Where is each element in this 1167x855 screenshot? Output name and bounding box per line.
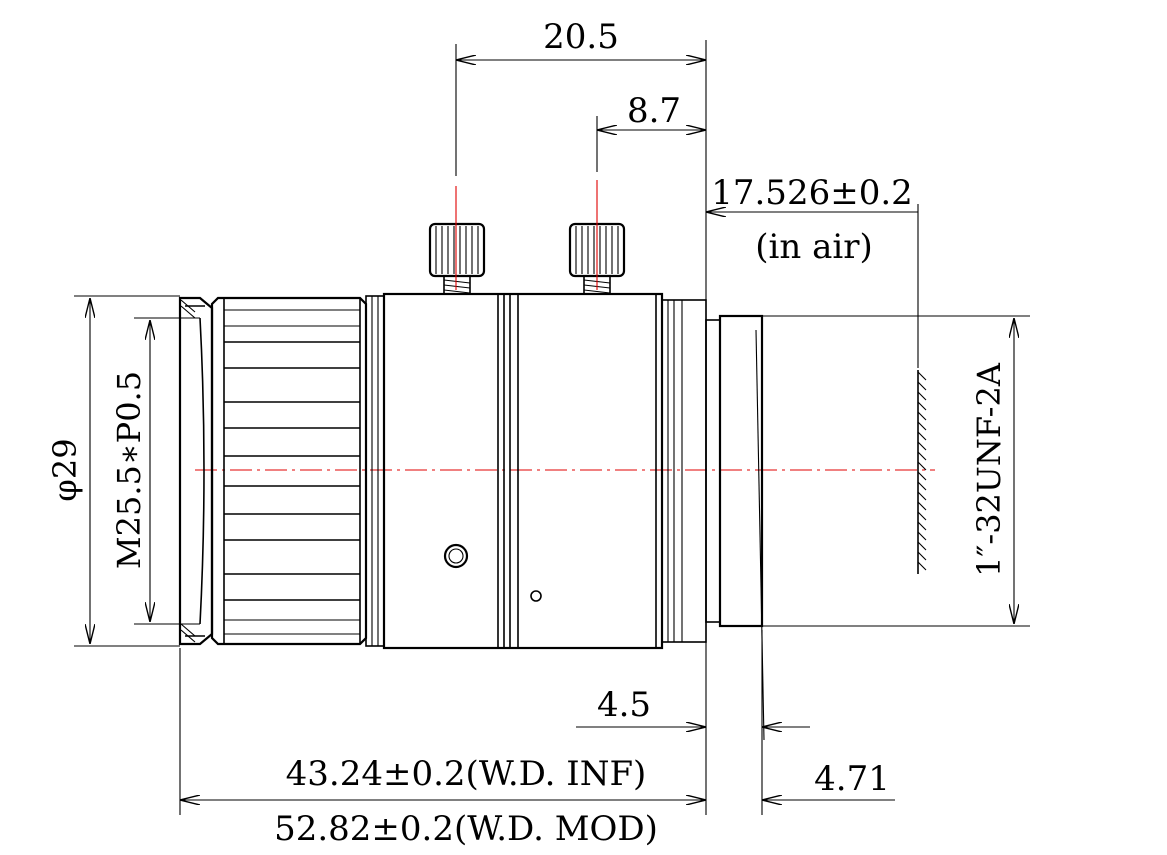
screw-hole [443,543,469,569]
image-plane [917,370,927,574]
dim-label-filter-thread: M25.5∗P0.5 [110,371,148,569]
dim-label-back-extension: 4.71 [814,759,890,799]
rear-rings [661,299,707,643]
dim-label-mount-protrusion: 4.5 [597,685,651,725]
locking-screw-left [428,186,486,295]
extension-lines [74,40,919,815]
dim-label-diameter: φ29 [46,438,84,501]
dim-label-top-overall: 20.5 [543,17,619,57]
dim-label-top-screw: 8.7 [627,91,681,131]
dim-label-thread-mount: 1″-32UNF-2A [970,362,1008,577]
dim-label-flange-back: 17.526±0.2 [711,173,913,213]
front-ring [178,296,214,646]
dim-label-length-inf: 43.24±0.2(W.D. INF) [286,754,647,794]
c-mount [705,314,1030,741]
dim-label-length-mod: 52.82±0.2(W.D. MOD) [274,809,658,849]
index-dot [530,590,542,602]
dim-label-flange-back-note: (in air) [755,227,873,267]
focus-ring [210,296,368,646]
collar [365,295,385,647]
main-barrel [382,292,664,650]
locking-screw-right [568,180,626,295]
